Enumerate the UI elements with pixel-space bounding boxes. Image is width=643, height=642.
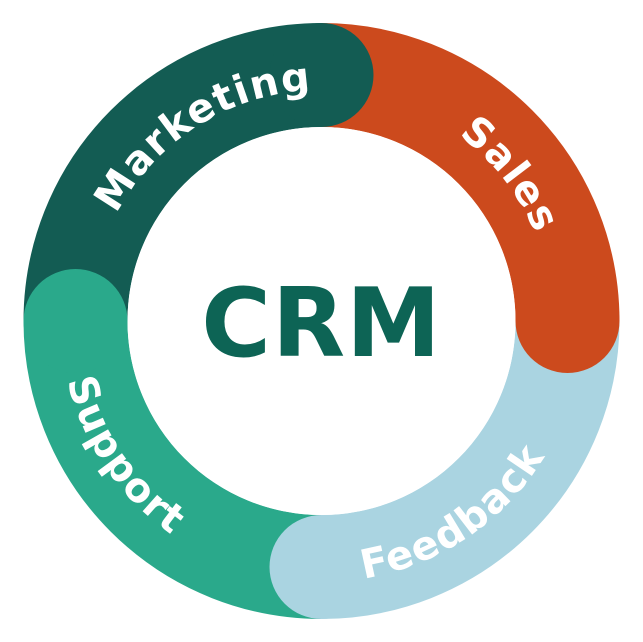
center-circle [127,127,516,515]
segment-marketing-arc [23,23,323,323]
segment-sales-cap [515,269,620,373]
segment-feedback-arc [320,319,620,619]
segment-support-arc [23,319,323,619]
center-title: CRM [201,269,441,379]
segment-marketing-cap [269,23,374,127]
segment-sales-arc [320,23,620,323]
segment-feedback-cap [269,515,374,619]
segment-support-cap [23,269,128,373]
